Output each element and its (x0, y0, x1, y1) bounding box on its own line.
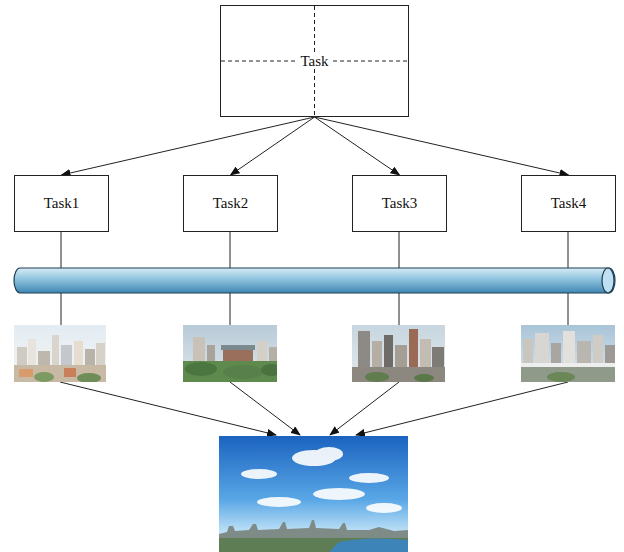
city-photo (521, 325, 615, 382)
city-photo (183, 325, 277, 382)
task-label: Task (298, 53, 330, 70)
city-photo (352, 325, 445, 382)
split-arrow (62, 117, 315, 175)
subtask-box: Task1 (14, 175, 109, 232)
panorama-photo (219, 436, 408, 552)
task-label: Task3 (380, 195, 420, 212)
subtask-box: Task4 (521, 175, 616, 232)
task-label: Task1 (42, 195, 82, 212)
clouds (241, 447, 402, 513)
split-arrow (231, 117, 315, 175)
subtask-box: Task3 (352, 175, 447, 232)
task-box: Task (220, 5, 409, 117)
merge-arrows (60, 382, 568, 435)
pipe-bus (14, 268, 615, 293)
task-label: Task4 (549, 195, 589, 212)
city-photo (14, 325, 106, 382)
split-arrow (315, 117, 400, 175)
task-label: Task2 (211, 195, 251, 212)
subtask-box: Task2 (183, 175, 278, 232)
split-arrow (315, 117, 569, 175)
